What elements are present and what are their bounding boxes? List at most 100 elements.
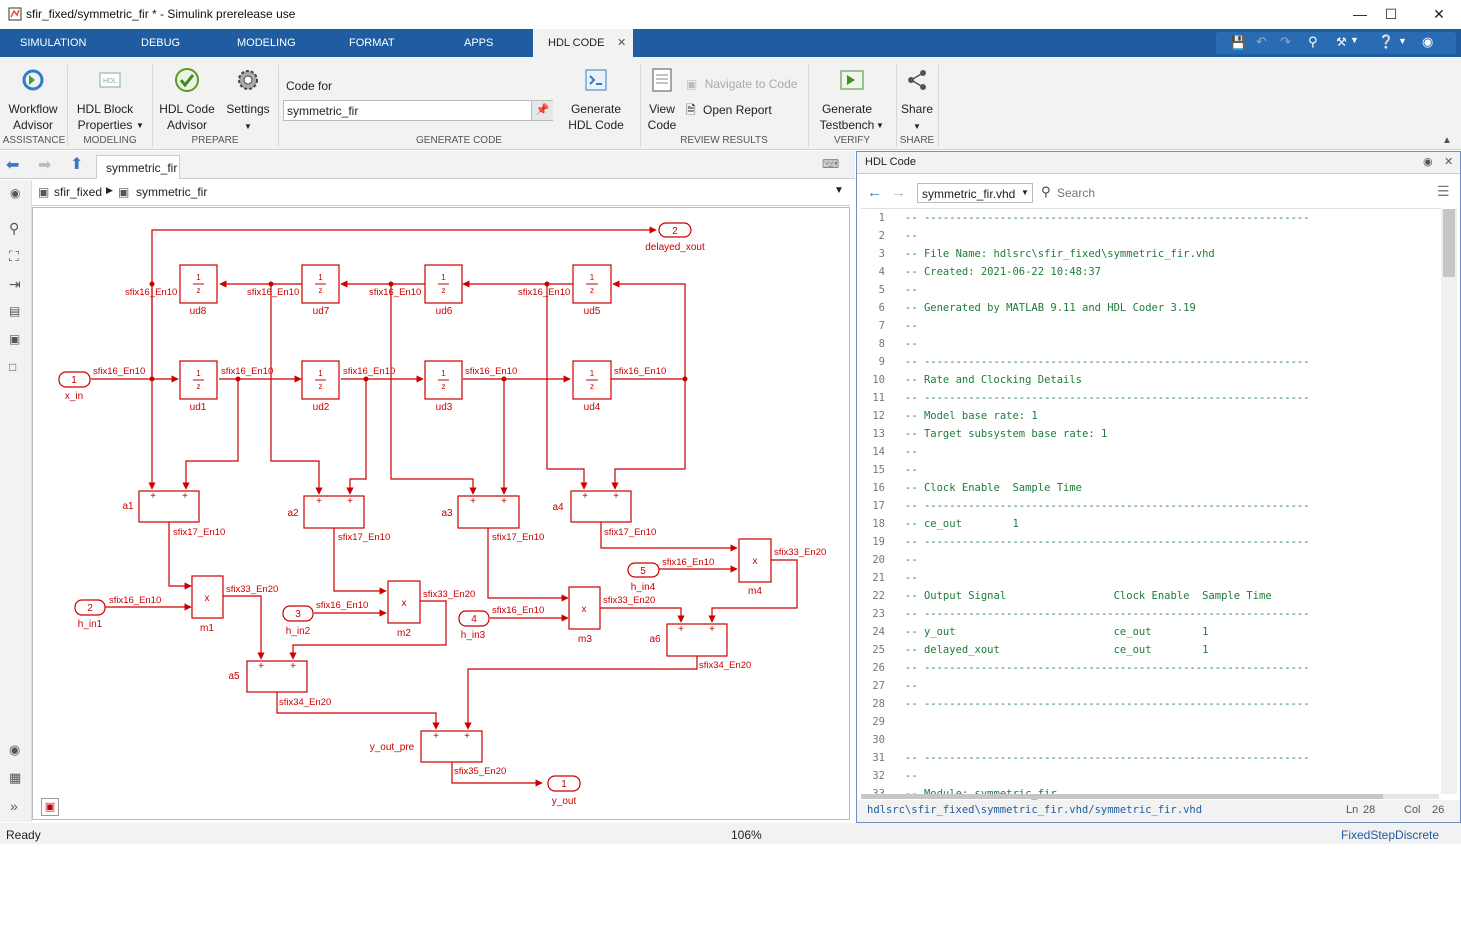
share-label: Share	[900, 102, 934, 116]
zoom-icon[interactable]: ⚲	[9, 220, 20, 236]
diagram-label: 1	[196, 273, 201, 282]
undo-icon[interactable]: ↶	[1256, 34, 1267, 49]
file-path-link[interactable]: hdlsrc\sfir_fixed\symmetric_fir.vhd/symm…	[867, 804, 1203, 816]
annotation-icon[interactable]: ▤	[9, 304, 21, 318]
adder-block-a4[interactable]	[570, 490, 632, 523]
generate-hdl-code-button[interactable]: Generate HDL Code	[562, 67, 630, 133]
menu-icon[interactable]: ☰	[1437, 183, 1450, 199]
mult-block-m2[interactable]	[387, 580, 421, 624]
property-inspector-icon[interactable]: ▦	[9, 770, 22, 785]
code-line: -- Clock Enable Sample Time	[905, 482, 1083, 494]
tools-icon[interactable]: ⚒	[1336, 35, 1347, 49]
model-browser-icon[interactable]: ▣	[41, 798, 59, 816]
file-selector[interactable]: symmetric_fir.vhd ▼	[917, 183, 1033, 203]
h-scrollbar-thumb[interactable]	[861, 794, 1383, 799]
code-line: --	[905, 284, 918, 296]
port-delayed-xout[interactable]	[658, 222, 692, 238]
port-y-out[interactable]	[547, 775, 581, 792]
port-h-in3[interactable]	[458, 610, 490, 627]
navigate-to-code-button[interactable]: ▣ Navigate to Code	[686, 77, 797, 91]
code-view[interactable]: 1-- ------------------------------------…	[861, 209, 1441, 944]
collapse-ribbon-icon[interactable]: ◉	[1422, 34, 1434, 49]
model-tab[interactable]: symmetric_fir	[96, 155, 180, 179]
open-report-button[interactable]: 🗎 Open Report	[686, 101, 772, 122]
up-icon[interactable]: ⬆	[70, 156, 84, 173]
help-icon[interactable]: ❔	[1378, 34, 1395, 49]
adder-block-y-out-pre[interactable]	[420, 730, 483, 763]
adder-block-a1[interactable]	[138, 490, 200, 523]
code-for-field[interactable]: symmetric_fir 📌	[283, 100, 553, 121]
diagram-label: h_in1	[78, 619, 103, 630]
tab-debug[interactable]: DEBUG	[141, 37, 181, 49]
camera-icon[interactable]: ◉	[9, 742, 21, 757]
tab-format[interactable]: FORMAT	[349, 37, 395, 49]
share-button[interactable]: Share ▼	[898, 67, 936, 135]
view-code-label: View Code	[647, 102, 677, 132]
minimize-icon[interactable]: —	[1353, 6, 1367, 22]
adder-block-a2[interactable]	[303, 495, 365, 529]
diagram-label: sfix16_En10	[316, 600, 368, 611]
tab-apps[interactable]: APPS	[464, 37, 494, 49]
collapse-ribbon-icon[interactable]: ▲	[1442, 135, 1452, 146]
hdl-code-advisor-button[interactable]: HDL Code Advisor	[156, 67, 218, 133]
adder-block-a6[interactable]	[666, 623, 728, 657]
adder-block-a3[interactable]	[457, 495, 520, 529]
chevron-down-icon[interactable]: ▼	[834, 185, 844, 196]
solver-link[interactable]: FixedStepDiscrete	[1341, 828, 1440, 842]
back-icon[interactable]: ←	[867, 184, 882, 201]
port-x-in[interactable]	[58, 371, 91, 388]
line-number: 16	[872, 482, 885, 494]
mult-block-m1[interactable]	[191, 575, 224, 619]
help-chevron-icon[interactable]: ▼	[1398, 36, 1407, 46]
image-icon[interactable]: ▣	[9, 332, 21, 346]
panel-options-icon[interactable]: ◉	[1423, 156, 1433, 168]
maximize-icon[interactable]: ☐	[1384, 6, 1398, 22]
generate-testbench-button[interactable]: Generate Testbench ▼	[812, 67, 892, 133]
area-icon[interactable]: □	[9, 360, 17, 374]
diagram-label: sfix35_En20	[454, 766, 506, 777]
chevron-down-icon: ▼	[136, 121, 144, 130]
forward-icon[interactable]: →	[891, 184, 906, 201]
breadcrumb-root[interactable]: sfir_fixed	[54, 185, 103, 199]
close-tab-icon[interactable]: ✕	[617, 37, 627, 49]
tab-simulation[interactable]: SIMULATION	[20, 37, 87, 49]
code-line: -- Output Signal Clock Enable Sample Tim…	[905, 590, 1272, 602]
back-icon[interactable]: ⬅	[6, 157, 20, 174]
settings-button[interactable]: Settings ▼	[222, 67, 274, 135]
vertical-scrollbar[interactable]	[1441, 209, 1457, 794]
adder-block-a5[interactable]	[246, 660, 308, 693]
expand-icon[interactable]: »	[10, 798, 18, 814]
keyboard-icon[interactable]: ⌨	[822, 157, 840, 171]
workflow-advisor-button[interactable]: Workflow Advisor	[2, 67, 64, 133]
diagram-label: 2	[672, 226, 678, 237]
close-icon[interactable]: ✕	[1444, 156, 1454, 168]
pin-icon[interactable]: 📌	[531, 101, 553, 120]
line-number: 5	[878, 284, 885, 296]
tab-modeling[interactable]: MODELING	[237, 37, 296, 49]
save-icon[interactable]: 💾	[1230, 35, 1247, 50]
port-h-in4[interactable]	[627, 562, 660, 578]
mult-block-m3[interactable]	[568, 586, 601, 630]
scrollbar-thumb[interactable]	[1443, 209, 1455, 277]
forward-icon[interactable]: ➡	[38, 157, 52, 174]
port-h-in1[interactable]	[74, 599, 106, 616]
line-number: 27	[872, 680, 885, 692]
port-h-in2[interactable]	[282, 605, 314, 622]
breadcrumb-current[interactable]: symmetric_fir	[136, 185, 208, 199]
close-icon[interactable]: ✕	[1433, 6, 1445, 22]
fit-view-icon[interactable]: ⛶	[9, 248, 19, 264]
redo-icon[interactable]: ↷	[1280, 34, 1291, 49]
search-input[interactable]	[1057, 183, 1427, 203]
search-icon[interactable]: ⚲	[1308, 34, 1318, 49]
chevron-down-icon[interactable]: ▼	[1350, 35, 1359, 45]
diagram-label: 1	[590, 273, 595, 282]
diagram-label: z	[319, 286, 323, 295]
hide-browser-icon[interactable]: ◉	[10, 186, 21, 200]
view-code-button[interactable]: View Code	[644, 67, 680, 133]
tab-hdl-code[interactable]: HDL CODE ✕	[533, 29, 633, 57]
horizontal-scrollbar[interactable]	[861, 794, 1439, 799]
hdl-block-properties-button[interactable]: HDL HDL Block Properties ▼	[72, 67, 148, 133]
arrow-icon[interactable]: ⇥	[9, 276, 21, 292]
mult-block-m4[interactable]	[738, 538, 772, 583]
